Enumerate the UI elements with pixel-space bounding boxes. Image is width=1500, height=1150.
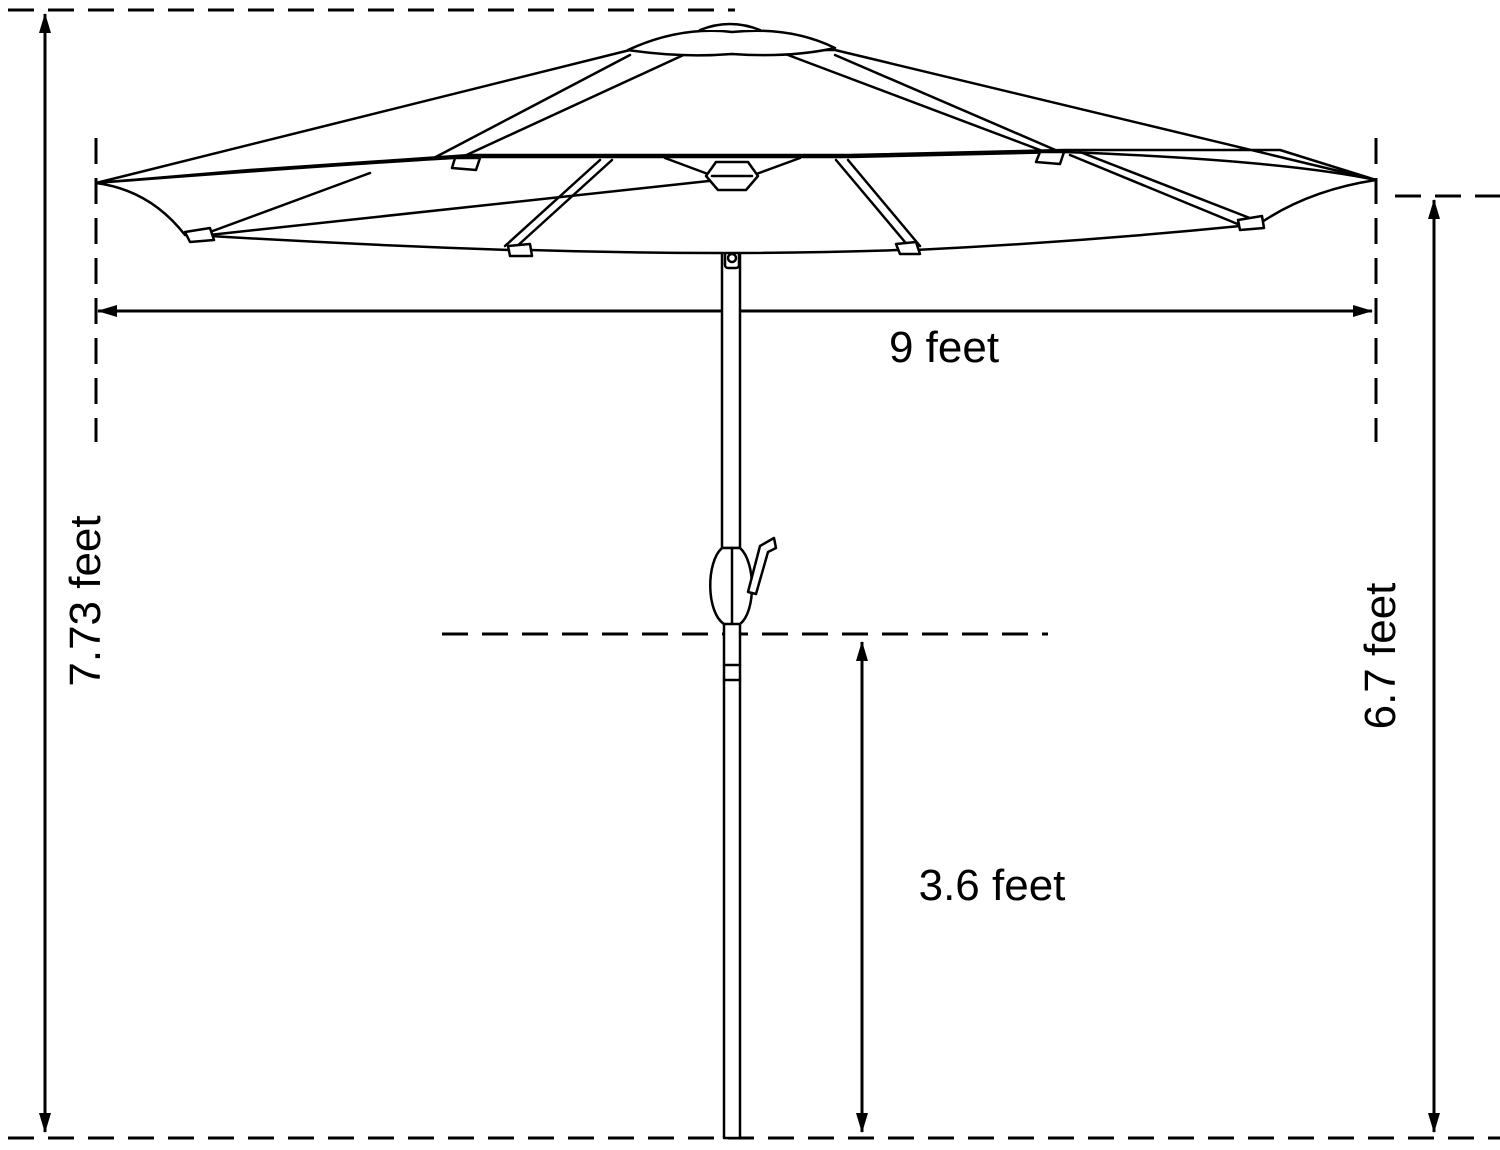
total-height-label: 7.73 feet: [61, 515, 110, 686]
reference-lines: [8, 8, 1500, 1140]
canopy-underside-ribs: [198, 150, 1262, 250]
crank-handle: [709, 536, 778, 626]
canopy-width-label: 9 feet: [889, 323, 999, 372]
canopy-panel-seams: [428, 50, 1062, 162]
canopy-vent-cap: [626, 22, 837, 57]
umbrella-drawing: [94, 22, 1378, 1140]
canopy-hem: [94, 150, 1378, 255]
rib-tips: [183, 150, 1266, 258]
dimension-labels: 9 feet 3.6 feet 7.73 feet 6.7 feet: [61, 323, 1405, 910]
umbrella-pole: [720, 186, 742, 1140]
canopy-clearance-label: 6.7 feet: [1356, 583, 1405, 730]
canopy-hub: [704, 160, 760, 192]
crank-height-label: 3.6 feet: [919, 861, 1066, 910]
